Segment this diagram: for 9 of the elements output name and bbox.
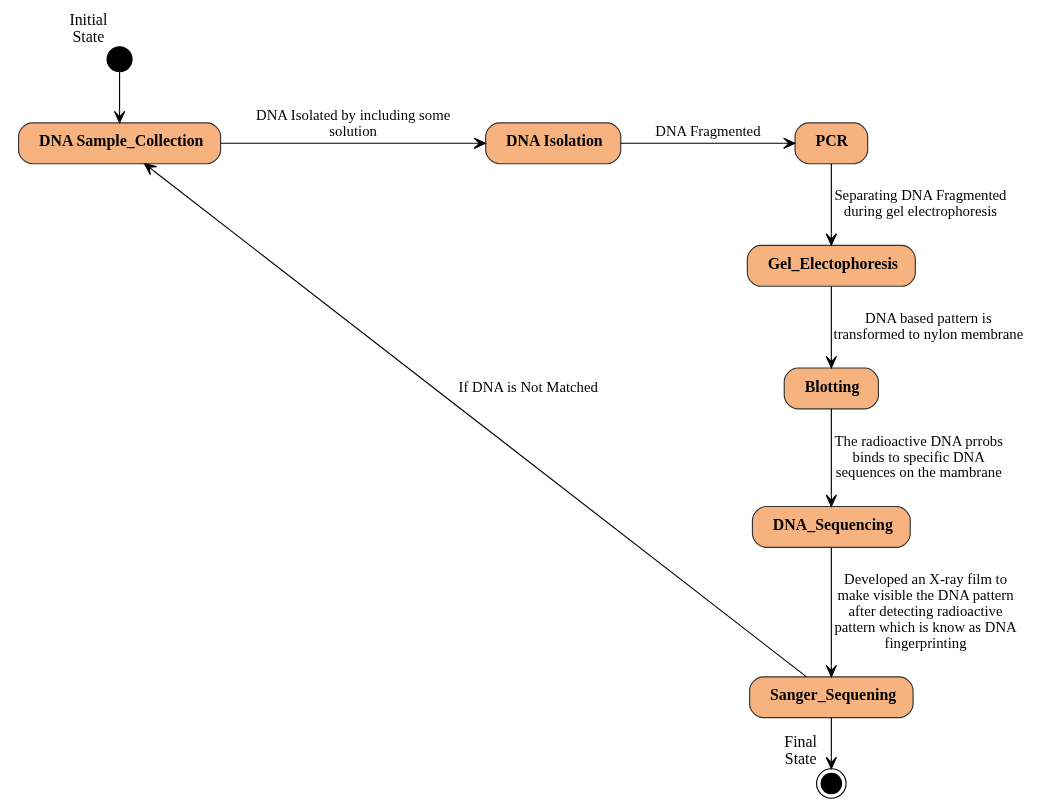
node-label: Initial State: [69, 11, 108, 46]
edge-label: Separating DNA Fragmented during gel electrophoresis: [834, 187, 1007, 220]
edge-label: If DNA is Not Matched: [458, 379, 598, 396]
edge-label: Developed an X-ray film to make visible the DNA pattern after detecting radioactive pattern which is know as DNA fingerprinting: [834, 571, 1017, 651]
edge-label: DNA based pattern is transformed to nylon membrane: [833, 310, 1024, 342]
node-label: Final State: [784, 733, 818, 768]
edge-label: DNA Fragmented: [655, 122, 761, 139]
edge-label: DNA Isolated by including some solution: [256, 106, 451, 139]
edge-label: The radioactive DNA prrobs binds to specific DNA sequences on the mambrane: [834, 432, 1003, 481]
